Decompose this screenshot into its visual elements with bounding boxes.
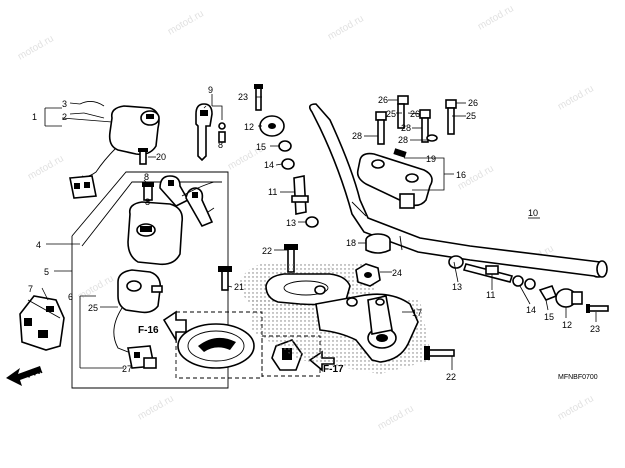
watermark-text: motod.ru	[376, 403, 416, 432]
callout-numbers: 1 2 3 20 9 8 8 8 8 23 12 15 14 11 13 22 …	[28, 85, 600, 382]
callout-22: 22	[262, 246, 272, 256]
callout-13: 13	[286, 218, 296, 228]
callout-18: 18	[346, 238, 356, 248]
watermark-text: motod.ru	[26, 153, 66, 182]
front-label: FR.	[25, 365, 44, 381]
callout-12: 12	[562, 320, 572, 330]
callout-14: 14	[526, 305, 536, 315]
callout-6: 6	[68, 292, 73, 302]
callout-21: 21	[234, 282, 244, 292]
callout-26: 26	[378, 95, 388, 105]
right-end-parts	[448, 255, 609, 313]
watermark-text: motod.ru	[556, 393, 596, 422]
callout-28: 28	[401, 123, 411, 133]
callout-27: 27	[122, 364, 132, 374]
callout-17: 17	[412, 308, 422, 318]
callout-11: 11	[268, 187, 277, 197]
callout-4: 4	[36, 240, 41, 250]
ref-f16: F-16	[138, 325, 159, 336]
callout-10: 10	[528, 208, 538, 218]
diagram-code: MFNBF0700	[558, 374, 598, 381]
callout-22: 22	[446, 372, 456, 382]
callout-15: 15	[256, 142, 266, 152]
callout-26: 26	[410, 109, 420, 119]
callout-28: 28	[352, 131, 362, 141]
callout-1: 1	[32, 112, 37, 122]
callout-14: 14	[264, 160, 274, 170]
callout-5: 5	[44, 267, 49, 277]
watermark-text: motod.ru	[476, 3, 516, 32]
callout-3: 3	[62, 99, 67, 109]
callout-20: 20	[156, 152, 166, 162]
handlebar	[308, 103, 608, 278]
callout-23: 23	[590, 324, 600, 334]
watermark-text: motod.ru	[76, 273, 116, 302]
callout-23: 23	[238, 92, 248, 102]
top-bridge	[240, 233, 455, 374]
watermark-text: motod.ru	[556, 83, 596, 112]
callout-26: 26	[468, 98, 478, 108]
watermark-text: motod.ru	[16, 33, 56, 62]
fuel-cap-area: F-16	[138, 310, 263, 379]
callout-28: 28	[398, 135, 408, 145]
callout-24: 24	[392, 268, 402, 278]
callout-2: 2	[62, 112, 67, 122]
holder-bolts	[375, 95, 457, 145]
watermark-text: motod.ru	[166, 8, 206, 37]
callout-19: 19	[426, 154, 436, 164]
callout-25: 25	[386, 109, 396, 119]
callout-13: 13	[452, 282, 462, 292]
handlebar-upper-holder	[356, 148, 433, 209]
watermark-text: motod.ru	[136, 393, 176, 422]
ref-f17: F-17	[323, 364, 344, 375]
callout-25: 25	[466, 111, 476, 121]
ignition-assembly	[19, 101, 232, 389]
callout-8: 8	[218, 140, 223, 150]
callout-9: 9	[208, 85, 213, 95]
callout-8: 8	[144, 172, 149, 182]
callout-8: 8	[145, 197, 150, 207]
callout-25: 25	[88, 303, 98, 313]
watermark-text: motod.ru	[326, 13, 366, 42]
front-direction-marker: FR.	[6, 365, 44, 386]
callout-15: 15	[544, 312, 554, 322]
callout-11: 11	[486, 290, 495, 300]
handlebar-small-parts	[254, 84, 319, 273]
callout-7: 7	[28, 284, 33, 294]
callout-12: 12	[244, 122, 254, 132]
leader-lines	[41, 94, 597, 370]
callout-16: 16	[456, 170, 466, 180]
